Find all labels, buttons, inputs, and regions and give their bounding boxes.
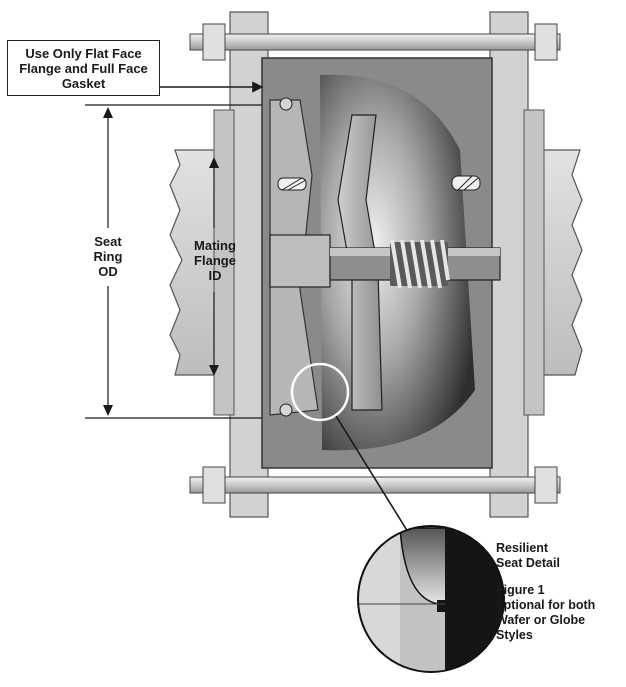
figure-desc-3: Styles	[496, 628, 533, 642]
seat-ring-od-dimension	[85, 104, 262, 419]
resilient-seat-detail-caption: Resilient Seat Detail	[496, 541, 560, 571]
mating-flange-id-dimension	[209, 157, 219, 376]
callout-line-3: Gasket	[61, 75, 106, 91]
detail-leader-line	[335, 415, 409, 533]
seat-ring-line-1: Seat	[94, 234, 122, 249]
detail-view-outline	[357, 525, 505, 673]
gasket-oring	[451, 175, 481, 191]
bottom-bolt	[189, 466, 561, 504]
mating-flange-id-label: Mating Flange ID	[188, 238, 242, 283]
seat-ring-line-2: Ring	[93, 249, 123, 264]
detail-indicator-circle	[290, 362, 350, 422]
detail-title-1: Resilient	[496, 541, 549, 555]
figure-1-caption: Figure 1 optional for both Wafer or Glob…	[496, 583, 595, 643]
mating-flange-line-1: Mating	[194, 238, 236, 253]
mating-flange-line-3: ID	[208, 268, 222, 283]
retaining-screws	[279, 97, 293, 417]
callout-line-1: Use Only Flat Face	[25, 45, 142, 61]
seat-ring-od-label: Seat Ring OD	[88, 234, 128, 279]
detail-title-2: Seat Detail	[496, 556, 560, 570]
top-bolt	[189, 23, 561, 61]
callout-line-2: Flange and Full Face	[19, 60, 148, 76]
flat-face-flange-callout: Use Only Flat Face Flange and Full Face …	[7, 40, 160, 96]
figure-desc-2: Wafer or Globe	[496, 613, 586, 627]
spring	[390, 239, 450, 289]
seat-ring-line-3: OD	[98, 264, 118, 279]
figure-label: Figure 1	[496, 583, 545, 597]
figure-desc-1: optional for both	[496, 598, 596, 612]
mating-flange-line-2: Flange	[194, 253, 236, 268]
